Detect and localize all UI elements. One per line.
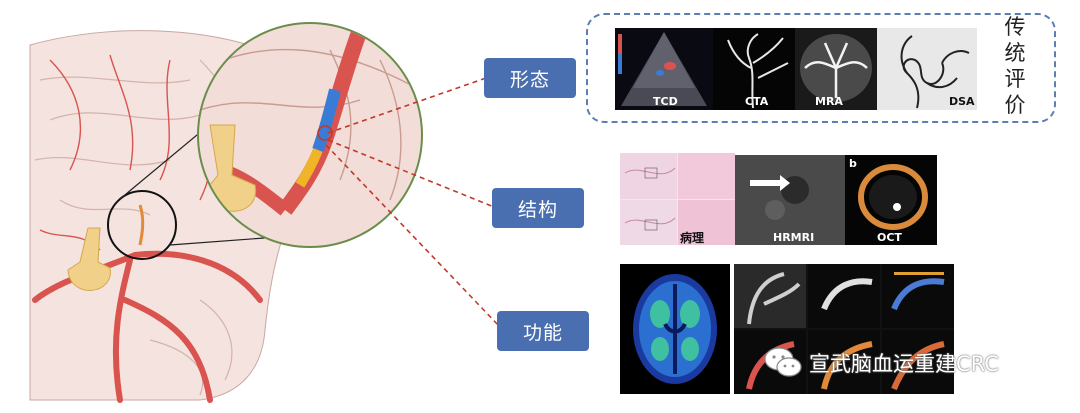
pathology-caption: 病理 xyxy=(680,231,705,245)
function-label: 功能 xyxy=(497,311,589,351)
traditional-eval-title: 传 统 评 价 xyxy=(1004,15,1026,117)
structure-label: 结构 xyxy=(492,188,584,228)
wechat-icon xyxy=(764,347,802,377)
hrmri-caption: HRMRI xyxy=(773,231,815,244)
dsa-caption: DSA xyxy=(949,95,975,108)
watermark: 宣武脑血运重建CRC xyxy=(763,345,999,381)
tcd-image: TCD xyxy=(615,28,713,110)
pituitary-stalk xyxy=(67,227,111,291)
cta-caption: CTA xyxy=(745,95,769,108)
cfd-image-grid xyxy=(734,264,954,394)
traditional-eval-panel xyxy=(586,13,1056,123)
oct-panel-letter: b xyxy=(849,157,857,170)
mra-image: MRA xyxy=(795,28,877,110)
hrmri-image: HRMRI xyxy=(735,155,845,245)
oct-caption: OCT xyxy=(877,231,902,244)
cta-image: CTA xyxy=(713,28,795,110)
focus-circle xyxy=(107,190,177,260)
tcd-caption: TCD xyxy=(653,95,678,108)
pet-brain-image xyxy=(620,264,730,394)
watermark-text: 宣武脑血运重建CRC xyxy=(809,352,999,376)
oct-image: b OCT xyxy=(845,155,937,245)
brain-artery-illustration xyxy=(29,22,423,403)
dsa-image: DSA xyxy=(877,28,977,110)
pathology-image: 病理 xyxy=(620,153,735,245)
mra-caption: MRA xyxy=(815,95,843,108)
morphology-label: 形态 xyxy=(484,58,576,98)
